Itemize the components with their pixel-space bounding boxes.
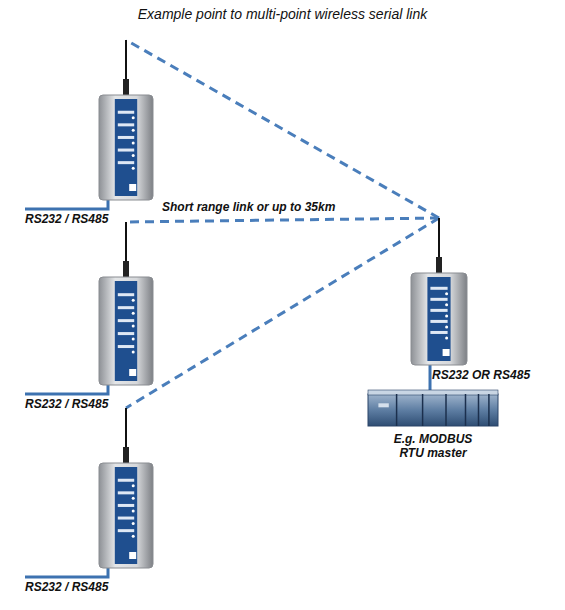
wireless-link <box>126 40 439 218</box>
radio-shape <box>98 222 154 385</box>
port-label: E.g. MODBUS RTU master <box>380 432 486 460</box>
radio-unit: RS232 / RS485 <box>98 40 154 200</box>
port-label: RS232 / RS485 <box>25 212 155 226</box>
wireless-link <box>126 218 439 408</box>
radio-shape <box>410 218 468 365</box>
wireless-link <box>126 218 439 222</box>
radio-unit: RS232 / RS485 <box>98 222 154 385</box>
port-label: RS232 OR RS485 <box>432 368 565 382</box>
plc-master: E.g. MODBUS RTU master <box>368 390 498 428</box>
port-label: RS232 / RS485 <box>25 580 155 594</box>
radio-unit: RS232 OR RS485 <box>410 218 468 365</box>
radio-shape <box>98 408 154 568</box>
port-label: RS232 / RS485 <box>25 397 155 411</box>
plc-shape <box>368 390 498 428</box>
serial-cable <box>25 200 108 209</box>
diagram-title: Example point to multi-point wireless se… <box>0 6 565 22</box>
serial-cable <box>25 385 108 394</box>
radio-unit: RS232 / RS485 <box>98 408 154 568</box>
serial-cable <box>429 365 432 390</box>
link-label: Short range link or up to 35km <box>162 200 335 214</box>
serial-cable <box>25 568 108 577</box>
radio-shape <box>98 40 154 200</box>
